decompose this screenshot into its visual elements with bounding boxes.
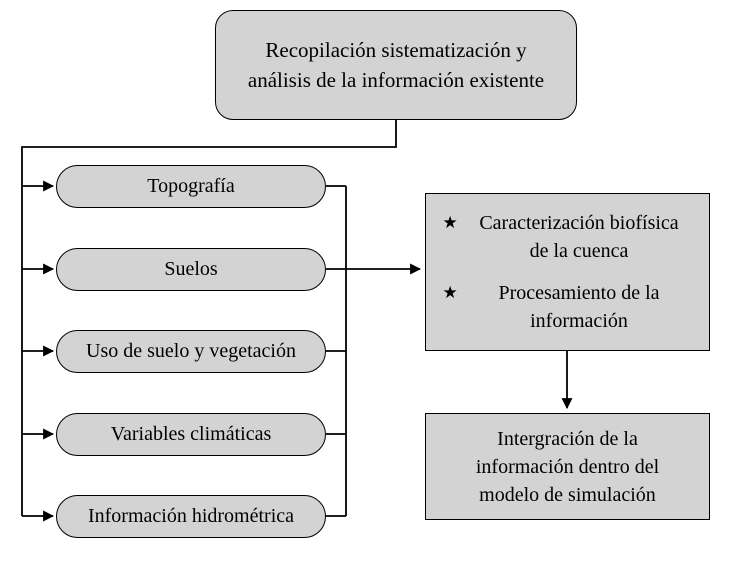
process-item-label: Caracterización biofísica de la cuenca <box>479 212 679 262</box>
pill-uso-de-suelo-y-vegetacion: Uso de suelo y vegetación <box>56 330 326 373</box>
star-bullet-icon: ★ <box>442 213 458 232</box>
pill-suelos-label: Suelos <box>164 258 218 280</box>
pill-uso-de-suelo-y-vegetacion-label: Uso de suelo y vegetación <box>86 340 296 362</box>
pill-variables-climaticas-label: Variables climáticas <box>110 423 272 445</box>
integration-box-label: Intergración de la información dentro de… <box>475 427 660 506</box>
process-item: ★ Caracterización biofísica de la cuenca <box>443 209 693 265</box>
pill-topografia-label: Topografía <box>147 175 235 197</box>
pill-informacion-hidrometrica: Información hidrométrica <box>56 495 326 538</box>
title-box-label: Recopilación sistematización y análisis … <box>247 37 545 92</box>
pill-informacion-hidrometrica-label: Información hidrométrica <box>87 505 295 527</box>
pill-suelos: Suelos <box>56 248 326 291</box>
title-box: Recopilación sistematización y análisis … <box>215 10 577 120</box>
process-box: ★ Caracterización biofísica de la cuenca… <box>425 193 710 351</box>
pill-topografia: Topografía <box>56 165 326 208</box>
process-item-label: Procesamiento de la información <box>498 282 660 332</box>
integration-box: Intergración de la información dentro de… <box>425 413 710 520</box>
star-bullet-icon: ★ <box>442 283 458 302</box>
process-item: ★ Procesamiento de la información <box>443 279 693 335</box>
pill-variables-climaticas: Variables climáticas <box>56 413 326 456</box>
